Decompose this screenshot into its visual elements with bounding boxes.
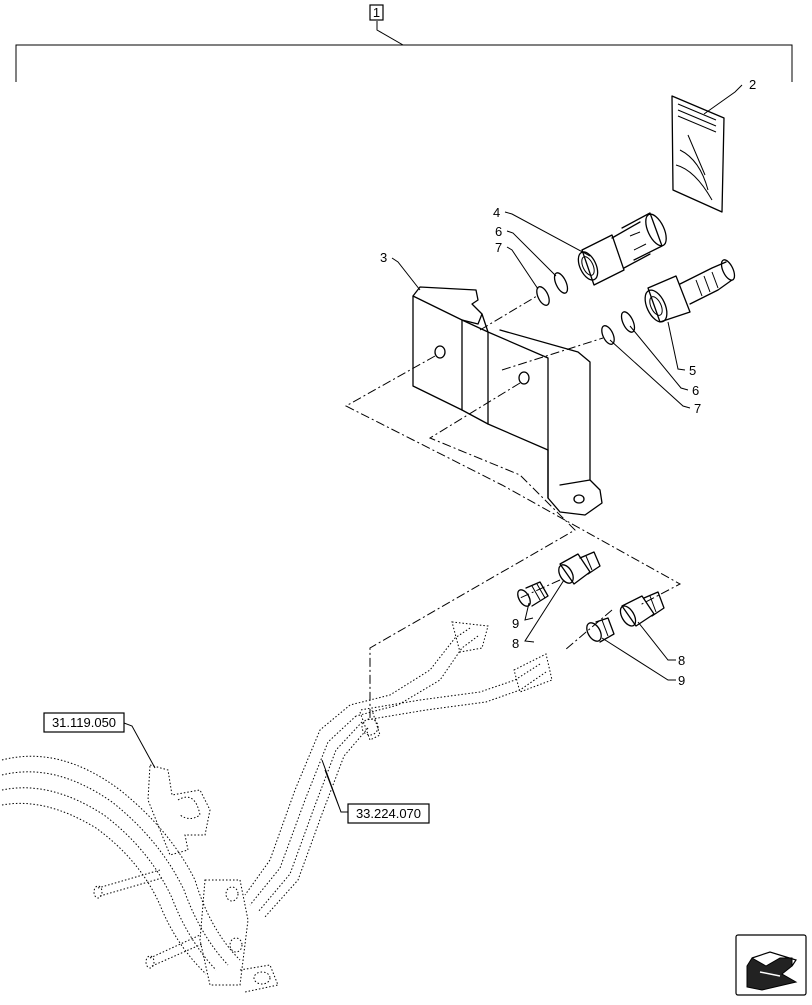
- callout-4: 4: [493, 205, 500, 220]
- o-ring-6-upper: [553, 272, 569, 294]
- assembly-bracket: 1: [15, 4, 793, 82]
- assembly-number-box: [369, 4, 384, 21]
- reference-frame-label: 31.119.050: [52, 715, 116, 730]
- adapter-part-8-upper: [558, 551, 601, 585]
- reference-hoses-box[interactable]: 33.224.070: [347, 803, 430, 824]
- callout-6-upper: 6: [495, 224, 502, 239]
- assembly-lines: [344, 295, 682, 720]
- o-ring-7-upper: [536, 286, 550, 306]
- callout-9-upper: 9: [512, 616, 519, 631]
- callout-8-lower: 8: [678, 653, 685, 668]
- instruction-leaflet: [671, 95, 725, 213]
- callout-8-upper: 8: [512, 636, 519, 651]
- adapters-and-caps: [517, 551, 665, 643]
- cap-part-9-upper: [517, 581, 549, 607]
- callout-2: 2: [749, 77, 756, 92]
- reference-hoses-label: 33.224.070: [356, 806, 421, 821]
- coupling-part-4: [577, 212, 667, 286]
- o-ring-7-lower: [601, 325, 615, 345]
- tractor-frame: [1, 755, 279, 993]
- callout-9-lower: 9: [678, 673, 685, 688]
- o-rings: [536, 272, 636, 345]
- assembly-number: 1: [373, 5, 380, 20]
- callout-3: 3: [380, 250, 387, 265]
- callout-labels: 2 3 4 6 7 5 6 7 9 8 8 9: [380, 77, 756, 688]
- callout-6-lower: 6: [692, 383, 699, 398]
- o-ring-6-lower: [620, 311, 636, 333]
- callout-7-lower: 7: [694, 401, 701, 416]
- cap-part-9-lower: [586, 617, 615, 643]
- next-page-arrow-icon[interactable]: [735, 934, 807, 996]
- hydraulic-hoses: [244, 621, 553, 919]
- fitting-part-5: [644, 259, 736, 323]
- reference-frame-box[interactable]: 31.119.050: [43, 712, 125, 733]
- leader-lines: [123, 84, 743, 813]
- bracket-part-3: [412, 286, 603, 516]
- callout-5: 5: [689, 363, 696, 378]
- callout-7-upper: 7: [495, 240, 502, 255]
- adapter-part-8-lower: [619, 591, 665, 627]
